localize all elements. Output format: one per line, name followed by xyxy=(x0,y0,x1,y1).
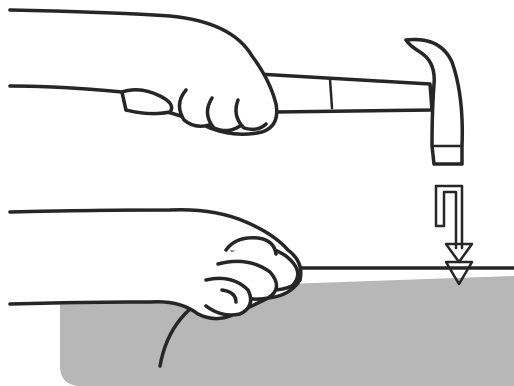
down-arrow-icon xyxy=(444,242,474,286)
cable-clip-icon xyxy=(434,184,464,250)
hammer-grip-band xyxy=(328,77,334,110)
hand-holding-cable xyxy=(8,208,303,321)
finger-3 xyxy=(204,276,253,317)
knuckle-2 xyxy=(205,96,242,133)
hammer-handle xyxy=(256,72,434,114)
hammer-head xyxy=(404,37,465,166)
knuckle-1 xyxy=(177,88,214,128)
hammer-icon xyxy=(256,37,465,166)
thumb-lower xyxy=(224,236,278,256)
hand-holding-hammer xyxy=(8,8,279,136)
cable-end xyxy=(220,288,238,304)
thumb xyxy=(120,88,174,116)
knuckle-3 xyxy=(234,98,268,132)
